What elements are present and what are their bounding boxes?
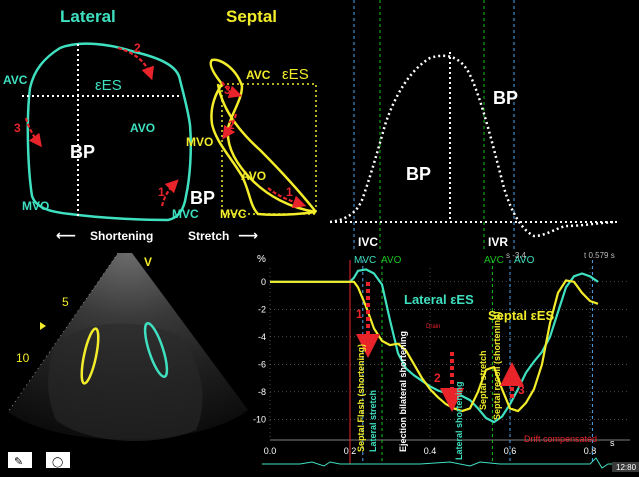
septal-bp-label: BP (190, 188, 215, 208)
strain-avc-label: AVC (484, 255, 504, 266)
strain-y-unit: % (257, 254, 266, 265)
pressure-curve (329, 54, 615, 238)
strain-arrow-2-num: 2 (434, 371, 441, 385)
annotation-lateral-shortening: Lateral shortening (454, 381, 464, 460)
pressure-bp-lower: BP (406, 164, 431, 184)
y-tick-label-0: 0 (261, 277, 266, 287)
strain-mvc-label: MVC (354, 255, 376, 266)
septal-arrow-1 (267, 187, 307, 209)
septal-arrow-3-num: 3 (224, 83, 231, 97)
septal-arrow-2-num: 2 (228, 118, 235, 132)
pressure-panel: BP BP IVC IVR (329, 0, 620, 252)
x-tick-label-4: 0.8 (584, 446, 597, 456)
y-tick-label-3: -6 (258, 359, 266, 369)
echo-tool-button-2[interactable] (46, 452, 70, 468)
echo-depth-10: 10 (16, 351, 30, 365)
septal-arrow-3 (221, 81, 243, 99)
pencil-icon: ✎ (14, 456, 23, 468)
lateral-mvc-label: MVC (172, 207, 199, 221)
ecg-trace (262, 457, 612, 469)
lateral-arrow-3 (24, 117, 42, 148)
strain-arrow-1-num: 1 (356, 307, 363, 321)
ivr-label: IVR (488, 235, 508, 249)
annotation-septal-recoil: Septal recoil (shortening) (492, 311, 502, 420)
strain-x-unit: s (610, 438, 615, 448)
shortening-arrow: ⟵ (56, 227, 76, 243)
echo-focus-marker (40, 322, 46, 330)
septal-arrow-1-num: 1 (286, 185, 293, 199)
septal-eps-label: εES (282, 66, 309, 83)
pressure-bp-upper: BP (493, 88, 518, 108)
annotation-ejection: Ejection bilateral shortening (398, 331, 408, 452)
echo-depth-5: 5 (62, 295, 69, 309)
strain-avo-right-label: AVO (514, 255, 535, 266)
septal-arrow-2 (222, 113, 238, 140)
lateral-mvo-label: MVO (22, 199, 49, 213)
strain-drift-label: Drift compensated (524, 434, 597, 444)
lateral-arrow-2-num: 2 (134, 41, 141, 55)
annotation-septal-flash: Septal Flash (shortening) (356, 344, 366, 452)
strain-lateral-label: Lateral εES (404, 292, 474, 307)
lateral-loop (26, 42, 193, 222)
lateral-title: Lateral (60, 7, 116, 26)
annotation-septal-stretch: Septal stretch (478, 350, 488, 410)
y-tick-label-1: -2 (258, 304, 266, 314)
stretch-arrow: ⟶ (238, 227, 258, 243)
strain-small-red-text: Drain (426, 324, 440, 330)
strain-septal-label: Septal εES (488, 308, 554, 323)
ivc-label: IVC (358, 235, 378, 249)
echo-septal-roi (80, 327, 100, 385)
strain-avo-left-label: AVO (381, 255, 402, 266)
lateral-arrow-1 (160, 179, 179, 207)
lateral-avc-label: AVC (3, 73, 28, 87)
septal-avc-label: AVC (246, 68, 271, 82)
echo-v-marker: V (144, 255, 152, 269)
septal-title: Septal (226, 7, 277, 26)
strain-arrow-3-num: 3 (518, 383, 525, 397)
annotation-lateral-stretch: Lateral stretch (368, 390, 378, 452)
lateral-bp-label: BP (70, 142, 95, 162)
septal-mvo-label: MVO (186, 135, 213, 149)
strain-s-readout: s -3.4 (506, 251, 527, 260)
strain-background (252, 252, 639, 472)
y-tick-label-4: -8 (258, 387, 266, 397)
echo-cavity (48, 323, 203, 441)
strain-series (270, 268, 599, 424)
lateral-arrow-2 (117, 46, 154, 81)
echo-panel: V 5 10 ✎ ◯ (0, 252, 252, 472)
x-tick-label-0: 0.0 (264, 446, 277, 456)
loops-panel: Lateral Septal AVC AVO MVO MVC εES BP 2 … (3, 7, 317, 243)
septal-loop (209, 58, 317, 217)
strain-clock-box (612, 462, 639, 472)
ellipse-icon: ◯ (52, 457, 63, 468)
x-tick-label-2: 0.4 (424, 446, 437, 456)
strain-t-readout: t 0.579 s (584, 251, 615, 260)
shortening-label: Shortening (90, 229, 153, 243)
y-tick-label-5: -10 (253, 414, 266, 424)
lateral-arrow-3-num: 3 (14, 121, 21, 135)
echo-tool-button-1[interactable] (8, 452, 32, 468)
septal-inner-curve (216, 83, 317, 213)
septal-avo-label: AVO (241, 169, 266, 183)
lateral-arrow-1-num: 1 (158, 185, 165, 199)
septal-mvc-label: MVC (220, 207, 247, 221)
stretch-label: Stretch (188, 229, 229, 243)
echo-lateral-roi (143, 322, 169, 378)
lateral-avo-label: AVO (130, 121, 155, 135)
x-tick-label-3: 0.6 (504, 446, 517, 456)
septal-strain-line (270, 279, 599, 413)
lateral-eps-label: εES (95, 77, 122, 94)
strain-clock: 12:80 (616, 463, 637, 472)
y-tick-label-2: -4 (258, 332, 266, 342)
